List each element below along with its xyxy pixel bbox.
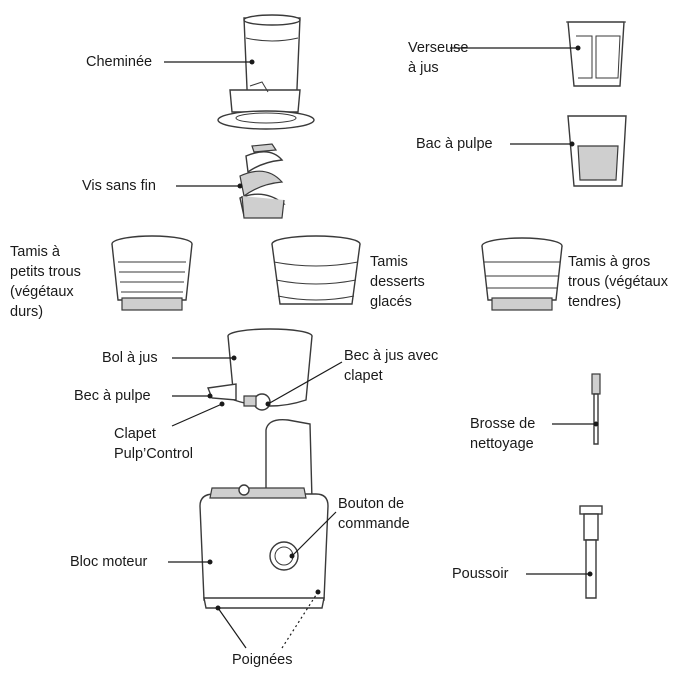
label-pulp-spout: Bec à pulpe xyxy=(74,388,151,404)
label-brush: Brosse de nettoyage xyxy=(470,416,536,452)
pusher-part xyxy=(579,505,603,599)
label-juice-bowl: Bol à jus xyxy=(102,350,158,366)
fine-strainer-part xyxy=(111,235,193,311)
label-fine-strainer: Tamis à petits trous (végétaux durs) xyxy=(10,244,81,320)
chimney-part xyxy=(217,14,315,130)
label-chimney: Cheminée xyxy=(86,54,153,70)
pulp-bin-part xyxy=(567,115,627,187)
label-pusher: Poussoir xyxy=(452,566,509,582)
label-coarse-strainer: Tamis à gros trous (végétaux tendres) xyxy=(568,254,668,310)
coarse-strainer-part xyxy=(481,237,563,311)
label-frozen-strainer: Tamis desserts glacés xyxy=(370,254,425,310)
label-control-knob: Bouton de commande xyxy=(338,496,410,532)
label-juice-jug: Verseuse à jus xyxy=(408,40,469,76)
label-auger: Vis sans fin xyxy=(82,178,156,194)
auger-part xyxy=(239,143,286,219)
label-motor-base: Bloc moteur xyxy=(70,554,148,570)
label-pulp-control: Clapet Pulp’Control xyxy=(114,426,193,462)
leader-lines xyxy=(164,45,599,649)
juice-jug-part xyxy=(566,21,626,87)
juice-bowl-part xyxy=(207,328,313,411)
label-juice-spout: Bec à jus avec clapet xyxy=(344,348,439,384)
frozen-strainer-part xyxy=(271,235,361,305)
label-pulp-bin: Bac à pulpe xyxy=(416,136,493,152)
brush-part xyxy=(591,373,601,445)
label-handles: Poignées xyxy=(232,652,293,668)
motor-base-part xyxy=(199,419,329,609)
